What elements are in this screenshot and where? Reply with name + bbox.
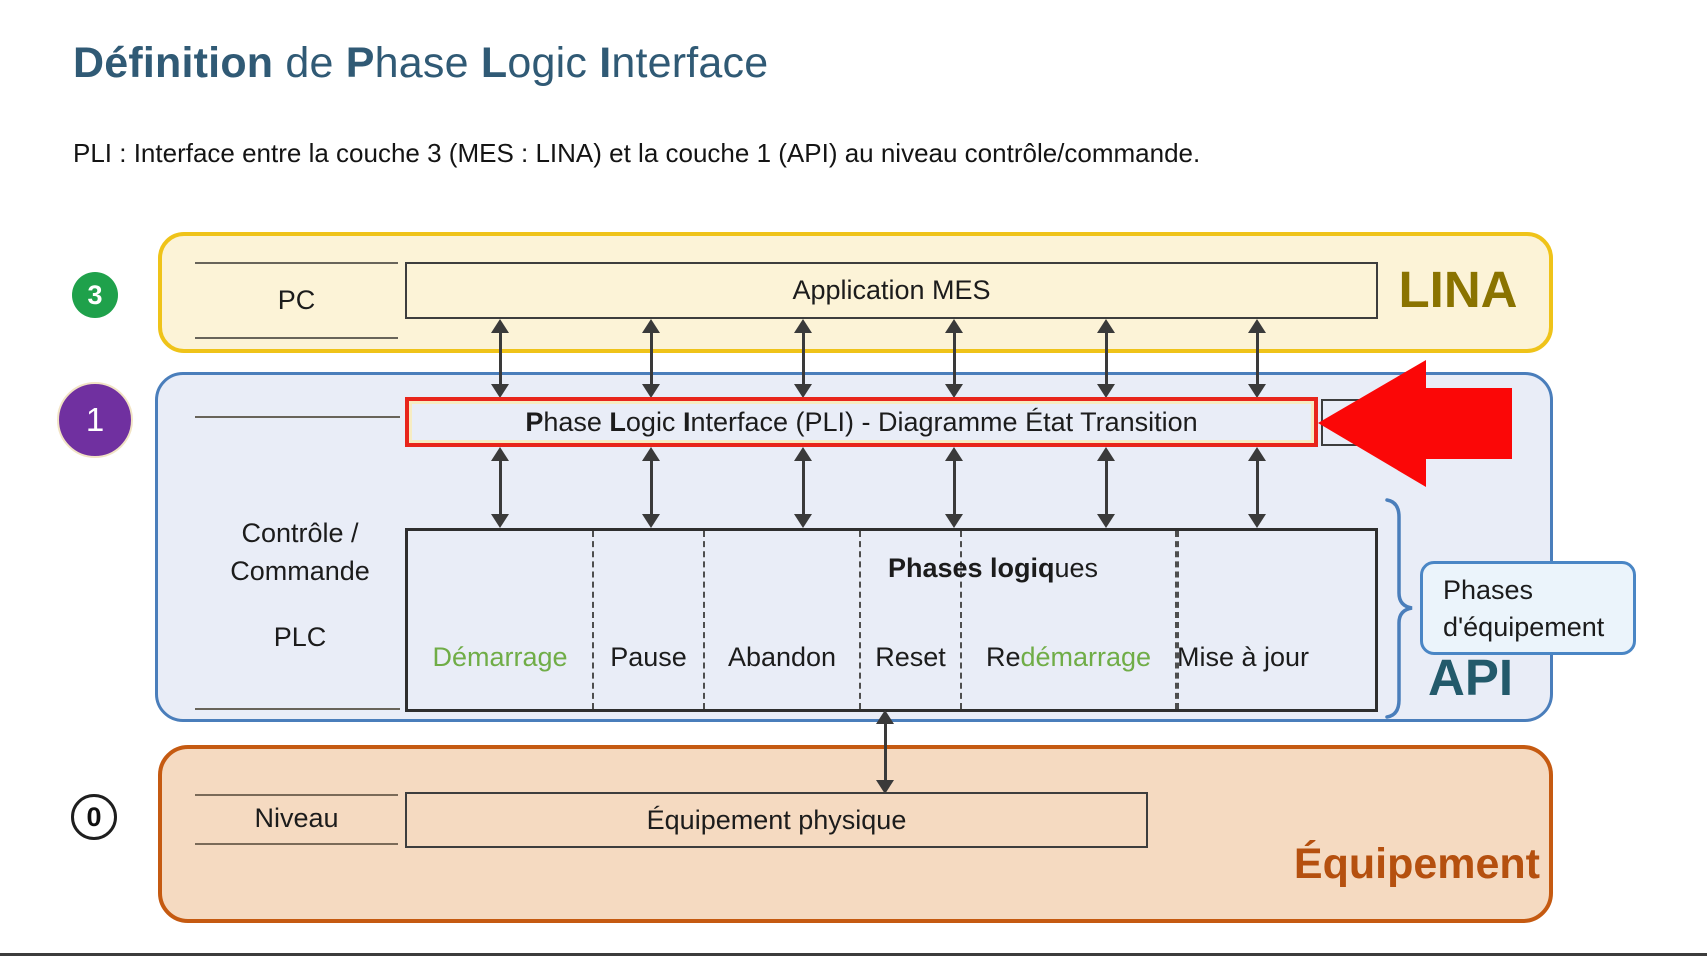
controle-commande-label: Contrôle /Commande (230, 518, 370, 586)
lina-layer-box (158, 232, 1553, 353)
page-title: Définition de Phase Logic Interface (73, 38, 769, 87)
phase-column-mise-a-jour: Mise à jour (1177, 531, 1309, 709)
pc-label: PC (277, 285, 316, 315)
vertical-double-arrow (1093, 319, 1119, 398)
level-3-badge: 3 (72, 272, 118, 318)
slide-bottom-edge (0, 953, 1707, 956)
logical-phases-box: Démarrage Pause Abandon Reset Redémarrag… (405, 528, 1378, 712)
pli-row-line (195, 416, 400, 418)
equipement-physique-box: Équipement physique (405, 792, 1148, 848)
vertical-double-arrow (487, 447, 513, 528)
vertical-double-arrow (638, 319, 664, 398)
equipment-layer-box (158, 745, 1553, 923)
vertical-double-arrow (790, 319, 816, 398)
vertical-double-arrow (1244, 319, 1270, 398)
level-1-badge: 1 (57, 382, 133, 458)
vertical-double-arrow (487, 319, 513, 398)
pc-bottom-line (195, 337, 398, 339)
vertical-double-arrow (941, 447, 967, 528)
phase-column-abandon: Abandon (705, 531, 861, 709)
lina-label: LINA (1398, 261, 1518, 318)
application-mes-box: Application MES (405, 262, 1378, 319)
level-0-badge: 0 (71, 794, 117, 840)
phase-column-reset: Reset (861, 531, 962, 709)
subtitle-text: PLI : Interface entre la couche 3 (MES :… (73, 138, 1201, 168)
pc-top-line (195, 262, 398, 264)
niveau-top-line (195, 794, 398, 796)
vertical-double-arrow (1093, 447, 1119, 528)
vertical-double-arrow (872, 710, 898, 794)
api-label: API (1428, 649, 1514, 706)
niveau-bottom-line (195, 843, 398, 845)
phase-column-pause: Pause (594, 531, 705, 709)
plc-label: PLC (273, 622, 327, 652)
phase-column-demarrage: Démarrage (408, 531, 594, 709)
red-pointer-arrow-icon (1318, 360, 1512, 487)
phases-logiques-title: Phases logiques (887, 553, 1099, 583)
vertical-double-arrow (790, 447, 816, 528)
vertical-double-arrow (1244, 447, 1270, 528)
pli-highlight-bar: Phase Logic Interface (PLI) - Diagramme … (405, 397, 1318, 447)
niveau-label: Niveau (254, 803, 339, 833)
brace-shape (1385, 498, 1413, 719)
vertical-double-arrow (638, 447, 664, 528)
phase-column-redemarrage: Redémarrage (962, 531, 1177, 709)
equipement-label: Équipement (1293, 840, 1540, 888)
vertical-double-arrow (941, 319, 967, 398)
api-bottom-left-line (195, 708, 400, 710)
